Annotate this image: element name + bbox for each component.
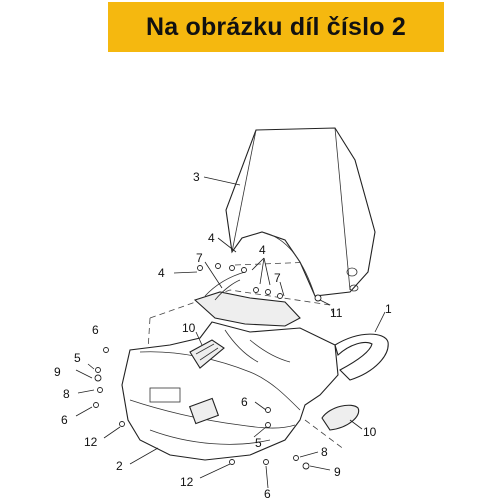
upper-frame	[193, 271, 301, 327]
callout-9-right: 9	[334, 465, 341, 479]
callout-4-right: 4	[259, 243, 266, 257]
callout-6-bottom: 6	[264, 487, 271, 500]
callout-4-upper: 4	[208, 231, 215, 245]
screws	[93, 263, 322, 470]
callout-7-right: 7	[274, 271, 281, 285]
callout-6-mid-right: 6	[241, 395, 248, 409]
callout-labels: 3 4 4 4 7 7 1 11 10 6 5 9 8 6 12 2 6 5 1…	[54, 170, 392, 500]
callout-10-right: 10	[363, 425, 377, 439]
callout-6-upper-left: 6	[92, 323, 99, 337]
callout-11: 11	[330, 306, 343, 320]
callout-6-mid-left: 6	[61, 413, 68, 427]
banner-title: Na obrázku díl číslo 2	[145, 12, 407, 41]
callout-5-right: 5	[255, 436, 262, 450]
callout-7-left: 7	[196, 251, 203, 265]
callout-12-bottom: 12	[180, 475, 194, 489]
callout-3: 3	[193, 170, 200, 184]
part-10-pads	[189, 339, 360, 431]
callout-8-left: 8	[63, 387, 70, 401]
callout-2: 2	[116, 459, 123, 473]
part-3-windscreen	[225, 127, 376, 297]
callout-4-left: 4	[158, 266, 165, 280]
callout-5-left: 5	[74, 351, 81, 365]
callout-10-left: 10	[182, 321, 196, 335]
leader-lines	[75, 176, 386, 489]
callout-12-left: 12	[84, 435, 98, 449]
callout-1: 1	[385, 302, 392, 316]
title-banner: Na obrázku díl číslo 2	[108, 2, 444, 52]
part-1-side-trim	[334, 333, 389, 381]
part-2-lower-shield	[121, 321, 339, 461]
callout-8-right: 8	[321, 445, 328, 459]
callout-9-left: 9	[54, 365, 61, 379]
